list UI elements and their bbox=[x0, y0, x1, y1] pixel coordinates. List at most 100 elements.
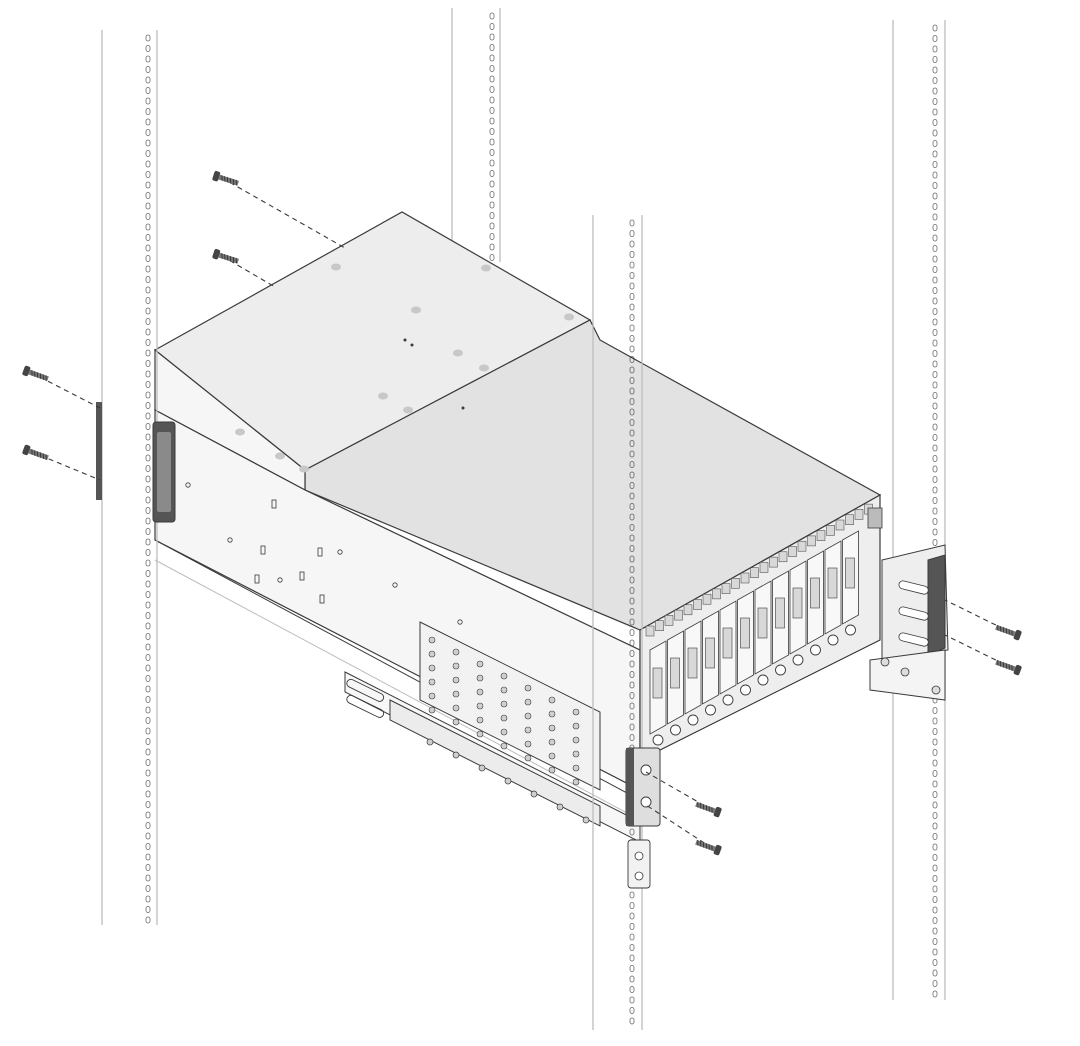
line-card-thumbscrew bbox=[775, 664, 786, 676]
rail-plate-hole bbox=[476, 730, 484, 738]
slide-rail-screw-hole bbox=[582, 816, 590, 824]
rail-plate-hole bbox=[452, 662, 460, 670]
rail-plate-hole bbox=[452, 648, 460, 656]
rack-hole bbox=[629, 597, 635, 605]
side-panel-cutout bbox=[319, 594, 325, 604]
rack-hole bbox=[932, 770, 938, 777]
line-card-thumbscrew bbox=[687, 714, 699, 726]
top-panel-bump bbox=[235, 428, 245, 436]
sfp-port bbox=[807, 535, 816, 547]
rack-hole bbox=[932, 413, 938, 420]
line-card-thumbscrew bbox=[740, 684, 751, 696]
rack-hole bbox=[629, 356, 635, 363]
slide-rail-screw-hole bbox=[556, 803, 564, 811]
rack-hole bbox=[932, 87, 938, 95]
rack-hole bbox=[629, 230, 635, 237]
rack-hole bbox=[489, 254, 495, 261]
rack-hole bbox=[629, 513, 635, 521]
rack-hole bbox=[629, 902, 635, 909]
rack-hole bbox=[145, 769, 151, 777]
screw bbox=[22, 365, 101, 409]
line-card bbox=[754, 580, 772, 686]
left-front-post bbox=[101, 30, 158, 925]
rail-plate-hole bbox=[452, 704, 460, 712]
line-card-thumbscrew bbox=[845, 624, 856, 636]
rack-hole bbox=[932, 66, 938, 74]
rack-hole bbox=[145, 118, 151, 126]
rack-hole bbox=[145, 87, 151, 94]
rack-hole bbox=[489, 117, 495, 125]
rack-hole bbox=[932, 465, 938, 473]
sfp-port bbox=[845, 514, 854, 525]
rack-hole bbox=[629, 629, 635, 636]
rack-hole bbox=[489, 65, 495, 72]
rail-plate-hole bbox=[500, 686, 508, 694]
rack-hole bbox=[932, 161, 938, 168]
rack-hole bbox=[629, 440, 635, 447]
rack-hole bbox=[145, 202, 151, 210]
rack-hole bbox=[932, 444, 938, 452]
rack-hole bbox=[489, 159, 495, 167]
rack-hole bbox=[489, 107, 495, 114]
screw-thread bbox=[711, 845, 713, 851]
front-rack-posts bbox=[101, 30, 643, 1030]
top-panel-dot bbox=[461, 406, 465, 410]
screw-shaft bbox=[695, 801, 716, 814]
sfp-port bbox=[788, 546, 797, 557]
rack-hole bbox=[489, 201, 495, 209]
screw-thread bbox=[697, 840, 699, 846]
screw-thread bbox=[1008, 664, 1010, 670]
line-card bbox=[842, 530, 859, 636]
rail-plate-hole bbox=[548, 696, 556, 704]
line-card bbox=[807, 550, 824, 656]
rack-hole bbox=[489, 191, 495, 198]
top-panel-bump bbox=[403, 406, 413, 414]
rail-plate-hole bbox=[524, 726, 532, 734]
rack-hole bbox=[629, 944, 635, 951]
rack-hole bbox=[629, 587, 635, 594]
rail-plate-hole bbox=[452, 690, 460, 698]
rack-hole bbox=[932, 738, 938, 746]
side-panel-cutout bbox=[260, 545, 266, 555]
rack-hole bbox=[145, 811, 151, 819]
line-card bbox=[649, 640, 667, 746]
rail-plate-hole bbox=[500, 714, 508, 722]
rack-hole bbox=[629, 692, 635, 699]
right-ear-slot bbox=[898, 632, 929, 647]
rack-hole bbox=[145, 832, 151, 840]
sfp-port bbox=[826, 525, 835, 536]
rack-hole bbox=[489, 75, 495, 83]
rack-hole bbox=[145, 633, 151, 640]
rail-plate-hole bbox=[548, 738, 556, 746]
rack-hole bbox=[145, 66, 151, 73]
line-card bbox=[824, 540, 842, 646]
shelf-edge bbox=[154, 559, 641, 821]
top-panel-bump bbox=[564, 313, 574, 321]
rack-hole bbox=[629, 377, 635, 384]
side-panel-hole bbox=[277, 577, 283, 583]
line-card-port-block bbox=[722, 627, 733, 659]
screw-thread bbox=[697, 802, 699, 808]
rack-hole bbox=[629, 492, 635, 500]
line-card-port-block bbox=[670, 657, 680, 689]
rack-hole bbox=[932, 528, 938, 536]
rack-hole bbox=[489, 149, 495, 156]
rack-hole bbox=[629, 545, 635, 552]
screw-thread bbox=[34, 450, 36, 456]
screw-alignment-line bbox=[221, 177, 346, 249]
rack-hole bbox=[932, 56, 938, 63]
screw-thread bbox=[708, 844, 710, 850]
rail-plate-hole bbox=[476, 688, 484, 696]
screw-body bbox=[995, 624, 1022, 641]
front-left-bracket-flange bbox=[626, 748, 634, 826]
rack-hole bbox=[629, 618, 635, 626]
screw-head bbox=[22, 444, 31, 456]
rack-hole bbox=[145, 738, 151, 745]
rack-hole bbox=[489, 212, 495, 219]
top-panel-bump bbox=[411, 306, 421, 314]
line-card-thumbscrew bbox=[670, 724, 681, 736]
rack-hole bbox=[932, 245, 938, 252]
screw-body bbox=[212, 248, 239, 264]
rack-hole bbox=[932, 885, 938, 893]
rack-hole bbox=[629, 1007, 635, 1014]
